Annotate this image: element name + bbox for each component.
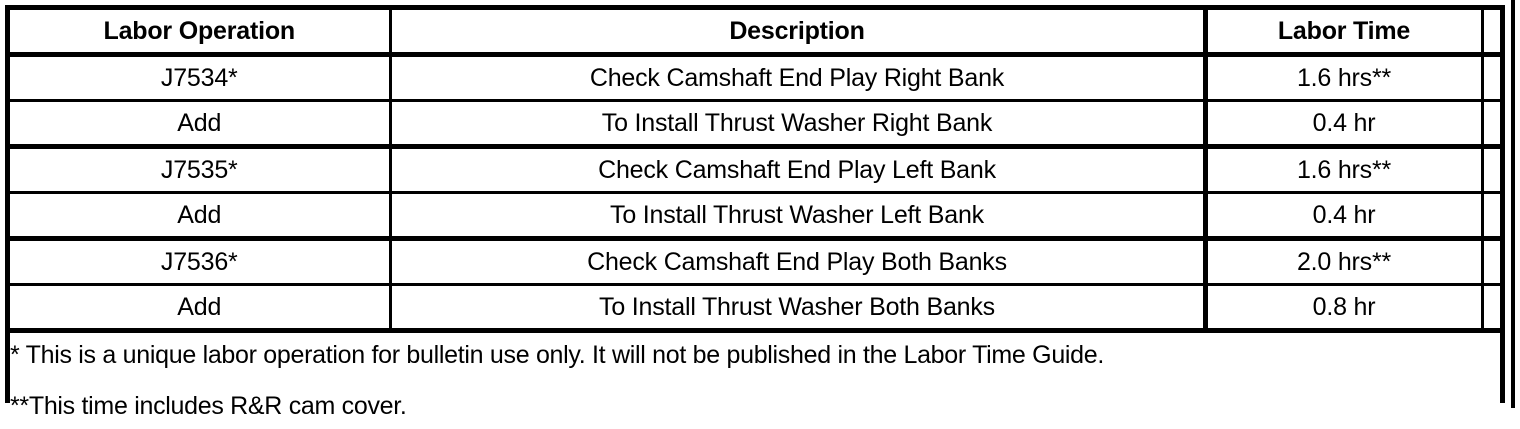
table-body: J7534* Check Camshaft End Play Right Ban… bbox=[10, 55, 1500, 429]
labor-operation-table: Labor Operation Description Labor Time bbox=[5, 5, 1505, 403]
cell-labor-operation: J7534* bbox=[10, 55, 390, 101]
table-row: Add To Install Thrust Washer Both Banks … bbox=[10, 285, 1500, 331]
cell-labor-operation-value: J7534* bbox=[10, 66, 389, 91]
cell-description-value: To Install Thrust Washer Right Bank bbox=[392, 111, 1203, 136]
page-edge-rule bbox=[1511, 0, 1515, 408]
cell-labor-time: 1.6 hrs** bbox=[1205, 55, 1482, 101]
cell-description-value: To Install Thrust Washer Both Banks bbox=[392, 295, 1203, 320]
table-row: Add To Install Thrust Washer Right Bank … bbox=[10, 101, 1500, 147]
cell-labor-time-value: 1.6 hrs** bbox=[1208, 158, 1481, 183]
cell-description: Check Camshaft End Play Left Bank bbox=[390, 147, 1205, 193]
document-page: Labor Operation Description Labor Time bbox=[0, 0, 1520, 408]
cell-labor-time: 2.0 hrs** bbox=[1205, 239, 1482, 285]
cell-labor-operation: Add bbox=[10, 193, 390, 239]
cell-description-value: Check Camshaft End Play Right Bank bbox=[392, 66, 1203, 91]
column-header-labor-time: Labor Time bbox=[1205, 10, 1482, 55]
cell-labor-time: 0.4 hr bbox=[1205, 193, 1482, 239]
cell-labor-operation-value: Add bbox=[10, 203, 389, 228]
footnote-double-asterisk: **This time includes R&R cam cover. bbox=[10, 394, 1500, 419]
table-row: J7534* Check Camshaft End Play Right Ban… bbox=[10, 55, 1500, 101]
labor-table: Labor Operation Description Labor Time bbox=[10, 10, 1500, 429]
cell-labor-operation-value: J7536* bbox=[10, 250, 389, 275]
cell-spacer bbox=[1482, 101, 1500, 147]
cell-labor-time: 1.6 hrs** bbox=[1205, 147, 1482, 193]
cell-labor-operation: Add bbox=[10, 285, 390, 331]
cell-labor-operation-value: Add bbox=[10, 295, 389, 320]
cell-description-value: To Install Thrust Washer Left Bank bbox=[392, 203, 1203, 228]
column-header-labor-operation-label: Labor Operation bbox=[10, 19, 389, 44]
cell-description: To Install Thrust Washer Both Banks bbox=[390, 285, 1205, 331]
cell-description: To Install Thrust Washer Left Bank bbox=[390, 193, 1205, 239]
footnote-single-asterisk: * This is a unique labor operation for b… bbox=[10, 343, 1500, 368]
column-header-labor-operation: Labor Operation bbox=[10, 10, 390, 55]
cell-labor-time-value: 0.4 hr bbox=[1208, 111, 1481, 136]
cell-spacer bbox=[1482, 55, 1500, 101]
cell-spacer bbox=[1482, 239, 1500, 285]
cell-labor-operation: J7536* bbox=[10, 239, 390, 285]
cell-labor-operation-value: Add bbox=[10, 111, 389, 136]
cell-labor-operation: Add bbox=[10, 101, 390, 147]
table-row: Add To Install Thrust Washer Left Bank 0… bbox=[10, 193, 1500, 239]
table-footnote-row: * This is a unique labor operation for b… bbox=[10, 331, 1500, 429]
table-header-row: Labor Operation Description Labor Time bbox=[10, 10, 1500, 55]
column-header-labor-time-label: Labor Time bbox=[1208, 19, 1481, 44]
cell-description: Check Camshaft End Play Both Banks bbox=[390, 239, 1205, 285]
cell-labor-time-value: 0.4 hr bbox=[1208, 203, 1481, 228]
table-footnotes: * This is a unique labor operation for b… bbox=[10, 331, 1500, 429]
cell-labor-time: 0.4 hr bbox=[1205, 101, 1482, 147]
cell-spacer bbox=[1482, 285, 1500, 331]
column-header-description: Description bbox=[390, 10, 1205, 55]
cell-description: Check Camshaft End Play Right Bank bbox=[390, 55, 1205, 101]
cell-labor-time: 0.8 hr bbox=[1205, 285, 1482, 331]
column-header-description-label: Description bbox=[392, 19, 1203, 44]
cell-labor-time-value: 2.0 hrs** bbox=[1208, 250, 1481, 275]
column-header-spacer bbox=[1482, 10, 1500, 55]
table-row: J7535* Check Camshaft End Play Left Bank… bbox=[10, 147, 1500, 193]
cell-labor-operation-value: J7535* bbox=[10, 158, 389, 183]
cell-labor-time-value: 0.8 hr bbox=[1208, 295, 1481, 320]
cell-spacer bbox=[1482, 193, 1500, 239]
table-row: J7536* Check Camshaft End Play Both Bank… bbox=[10, 239, 1500, 285]
table-header: Labor Operation Description Labor Time bbox=[10, 10, 1500, 55]
cell-description-value: Check Camshaft End Play Left Bank bbox=[392, 158, 1203, 183]
cell-description-value: Check Camshaft End Play Both Banks bbox=[392, 250, 1203, 275]
cell-spacer bbox=[1482, 147, 1500, 193]
cell-labor-operation: J7535* bbox=[10, 147, 390, 193]
cell-labor-time-value: 1.6 hrs** bbox=[1208, 66, 1481, 91]
cell-description: To Install Thrust Washer Right Bank bbox=[390, 101, 1205, 147]
